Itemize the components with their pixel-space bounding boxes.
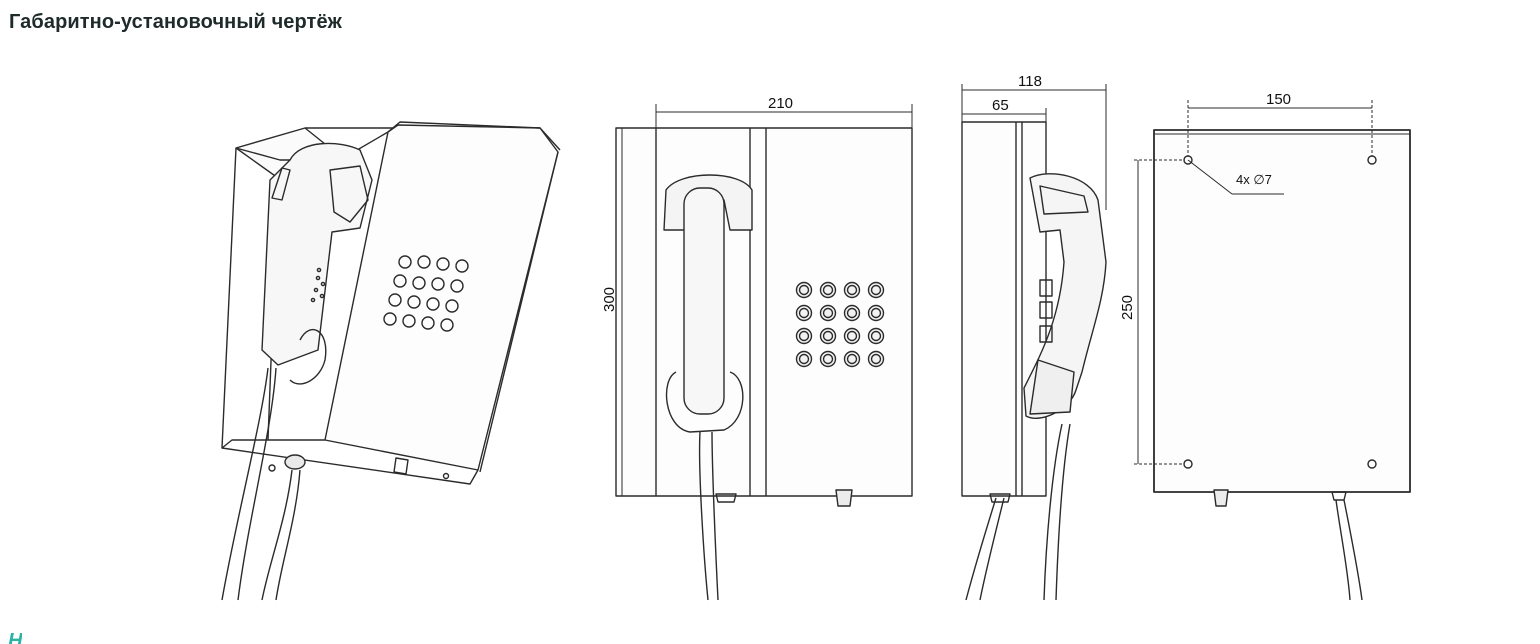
keypad-key-inner	[798, 284, 810, 296]
keypad-key-inner	[870, 330, 882, 342]
front-view	[615, 104, 913, 601]
dim-back-hole-v: 250	[1119, 295, 1136, 320]
keypad-key-inner	[846, 330, 858, 342]
dim-front-width: 210	[768, 95, 793, 112]
keypad-key	[843, 350, 861, 368]
keypad-key	[867, 327, 885, 345]
iso-keypad	[383, 255, 469, 332]
keypad-key-inner	[822, 307, 834, 319]
keypad-key	[867, 350, 885, 368]
dim-front-height: 300	[601, 287, 618, 312]
keypad-key-inner	[846, 353, 858, 365]
keypad-key	[795, 281, 813, 299]
keypad-key-inner	[798, 307, 810, 319]
next-section-heading: Н	[8, 630, 23, 644]
keypad-key	[867, 281, 885, 299]
page-title: Габаритно-установочный чертёж	[9, 11, 342, 33]
keypad-key-inner	[798, 353, 810, 365]
keypad-key	[819, 350, 837, 368]
keypad-key-inner	[822, 330, 834, 342]
back-view	[1134, 100, 1411, 601]
isometric-view	[221, 121, 561, 601]
keypad-key	[843, 304, 861, 322]
keypad-key	[819, 304, 837, 322]
keypad-key-inner	[870, 307, 882, 319]
keypad-key	[843, 327, 861, 345]
keypad-key-inner	[822, 353, 834, 365]
keypad-key	[819, 327, 837, 345]
dim-back-holes-label: 4x ∅7	[1236, 172, 1272, 187]
keypad-key	[843, 281, 861, 299]
dim-side-depth-body: 65	[992, 97, 1009, 114]
dim-side-depth-total: 118	[1018, 73, 1042, 90]
dim-back-hole-h: 150	[1266, 91, 1291, 108]
keypad-key	[795, 304, 813, 322]
keypad-key	[819, 281, 837, 299]
keypad-key-inner	[822, 284, 834, 296]
keypad-key	[795, 350, 813, 368]
keypad-key-inner	[846, 307, 858, 319]
side-view	[961, 84, 1107, 601]
front-keypad	[795, 281, 885, 368]
speaker-grille	[310, 267, 326, 303]
keypad-key	[867, 304, 885, 322]
keypad-key	[795, 327, 813, 345]
keypad-key-inner	[870, 353, 882, 365]
keypad-key-inner	[870, 284, 882, 296]
keypad-key-inner	[798, 330, 810, 342]
keypad-key-inner	[846, 284, 858, 296]
